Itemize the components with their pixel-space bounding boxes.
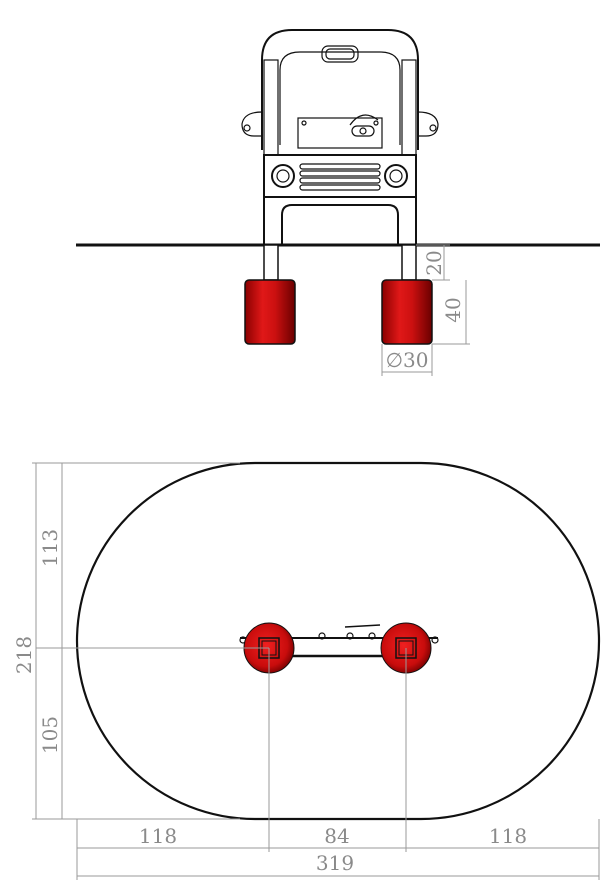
left-mirror [241,111,263,137]
dim-label-footing-diameter: ∅30 [386,348,429,372]
dim-label-right-clearance: 118 [489,824,527,848]
dimension-width: 118 84 118 319 [76,819,600,880]
roof-light [321,45,359,63]
dim-label-post-height: 20 [422,250,446,275]
dim-label-total-width: 319 [316,851,354,875]
plan-view: 113 105 218 118 84 118 319 [12,461,601,880]
dashboard-plate [297,117,383,149]
car-frame-outline [261,29,419,150]
left-footing [244,279,296,345]
right-mirror [417,111,439,137]
dimension-footing-diameter: ∅30 [381,344,433,376]
dim-label-top-depth: 113 [38,529,62,567]
dim-label-post-spacing: 84 [324,824,349,848]
steering-wheel [349,114,379,126]
left-post-underground [263,244,279,281]
right-frame-post [401,59,417,156]
grille-slats [299,163,381,191]
dimension-post-height: 20 [416,244,450,281]
dim-label-total-depth: 218 [12,636,36,674]
dimension-footing-height: 40 [432,280,470,345]
right-headlight [384,164,408,188]
dimension-depth: 113 105 218 [12,462,240,820]
windshield-opening [279,51,401,145]
left-headlight [271,164,295,188]
right-post-underground [401,244,417,281]
dim-label-footing-height: 40 [441,297,465,322]
safety-area-outline [75,461,601,821]
dim-label-left-clearance: 118 [139,824,177,848]
lower-frame [263,197,417,245]
grille-panel [263,154,417,198]
left-frame-post [263,59,279,156]
dim-label-bottom-depth: 105 [38,716,62,754]
right-footing [381,279,433,345]
equipment-plan [239,622,439,674]
front-view: 20 40 ∅30 [76,29,600,376]
